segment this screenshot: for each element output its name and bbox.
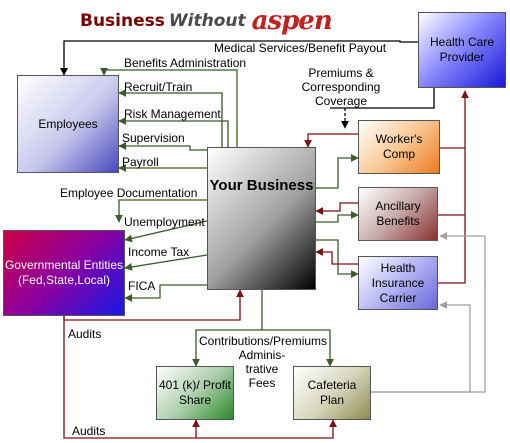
wire-benefits-admin bbox=[100, 67, 238, 147]
label-employee-documentation: Employee Documentation bbox=[60, 186, 198, 200]
governmental-label: Governmental Entities (Fed,State,Local) bbox=[4, 258, 124, 287]
label-recruit-train: Recruit/Train bbox=[124, 80, 193, 94]
label-benefits-administration: Benefits Administration bbox=[124, 56, 247, 70]
wire-contributions bbox=[192, 290, 263, 367]
wire-yb-ab bbox=[316, 211, 359, 223]
label-fica: FICA bbox=[128, 279, 156, 293]
label-supervision: Supervision bbox=[122, 131, 185, 145]
wire-risk-management bbox=[118, 117, 229, 147]
wire-wc-yb bbox=[304, 133, 358, 148]
health-insurance-carrier-box: Health Insurance Carrier bbox=[358, 256, 438, 310]
workers-comp-box: Worker's Comp bbox=[358, 120, 440, 174]
wire-contributions-cafe bbox=[262, 329, 334, 367]
wire-ab-yb bbox=[315, 202, 358, 215]
label-payroll: Payroll bbox=[122, 155, 159, 169]
health-care-provider-box: Health Care Provider bbox=[418, 12, 506, 88]
label-risk-management: Risk Management bbox=[124, 107, 221, 121]
wire-supervision bbox=[118, 142, 207, 151]
label-income-tax: Income Tax bbox=[128, 245, 190, 259]
label-medical-services: Medical Services/Benefit Payout bbox=[214, 41, 387, 55]
wire-yb-hic bbox=[316, 239, 359, 278]
wire-hic-yb bbox=[315, 248, 358, 265]
health-care-provider-label: Health Care Provider bbox=[429, 35, 495, 64]
wire-employee-documentation bbox=[115, 199, 207, 223]
label-administrative-fees: Adminis- trative Fees bbox=[238, 348, 286, 390]
wire-hcp-wc bbox=[330, 88, 435, 109]
wire-income-tax bbox=[124, 254, 208, 271]
ancillary-benefits-label: Ancillary Benefits bbox=[375, 199, 421, 228]
your-business-label: Your Business bbox=[209, 177, 314, 194]
cafeteria-plan-box: Cafeteria Plan bbox=[293, 366, 371, 420]
aspen-logo: aspen bbox=[251, 6, 333, 36]
label-audits-bottom: Audits bbox=[72, 424, 106, 438]
label-contributions-premiums: Contributions/Premiums bbox=[199, 334, 328, 348]
workers-comp-label: Worker's Comp bbox=[375, 132, 423, 161]
health-insurance-carrier-label: Health Insurance Carrier bbox=[371, 260, 425, 305]
title-business: Business bbox=[80, 11, 165, 31]
employees-label: Employees bbox=[38, 116, 98, 131]
wire-audits-bottom bbox=[63, 316, 337, 439]
label-unemployment: Unemployment bbox=[124, 215, 205, 229]
ancillary-benefits-box: Ancillary Benefits bbox=[358, 187, 438, 241]
label-premiums-coverage: Premiums & Corresponding Coverage bbox=[301, 66, 381, 108]
label-audits-top: Audits bbox=[68, 327, 102, 341]
wire-yb-wc bbox=[316, 154, 359, 189]
cafeteria-plan-label: Cafeteria Plan bbox=[307, 378, 357, 407]
wire-medical-services bbox=[60, 40, 418, 76]
wire-unemployment bbox=[124, 220, 208, 243]
employees-box: Employees bbox=[17, 75, 119, 173]
wire-gray-hic bbox=[371, 301, 471, 393]
k401-label: 401 (k)/ Profit Share bbox=[158, 378, 232, 407]
k401-profit-share-box: 401 (k)/ Profit Share bbox=[156, 366, 234, 420]
your-business-box: Your Business bbox=[207, 147, 316, 290]
wire-fica bbox=[124, 284, 207, 302]
governmental-entities-box: Governmental Entities (Fed,State,Local) bbox=[3, 230, 125, 316]
wire-recruit-train bbox=[118, 89, 223, 147]
wire-hic-hcp bbox=[438, 90, 469, 284]
title-without: Without bbox=[168, 11, 246, 31]
